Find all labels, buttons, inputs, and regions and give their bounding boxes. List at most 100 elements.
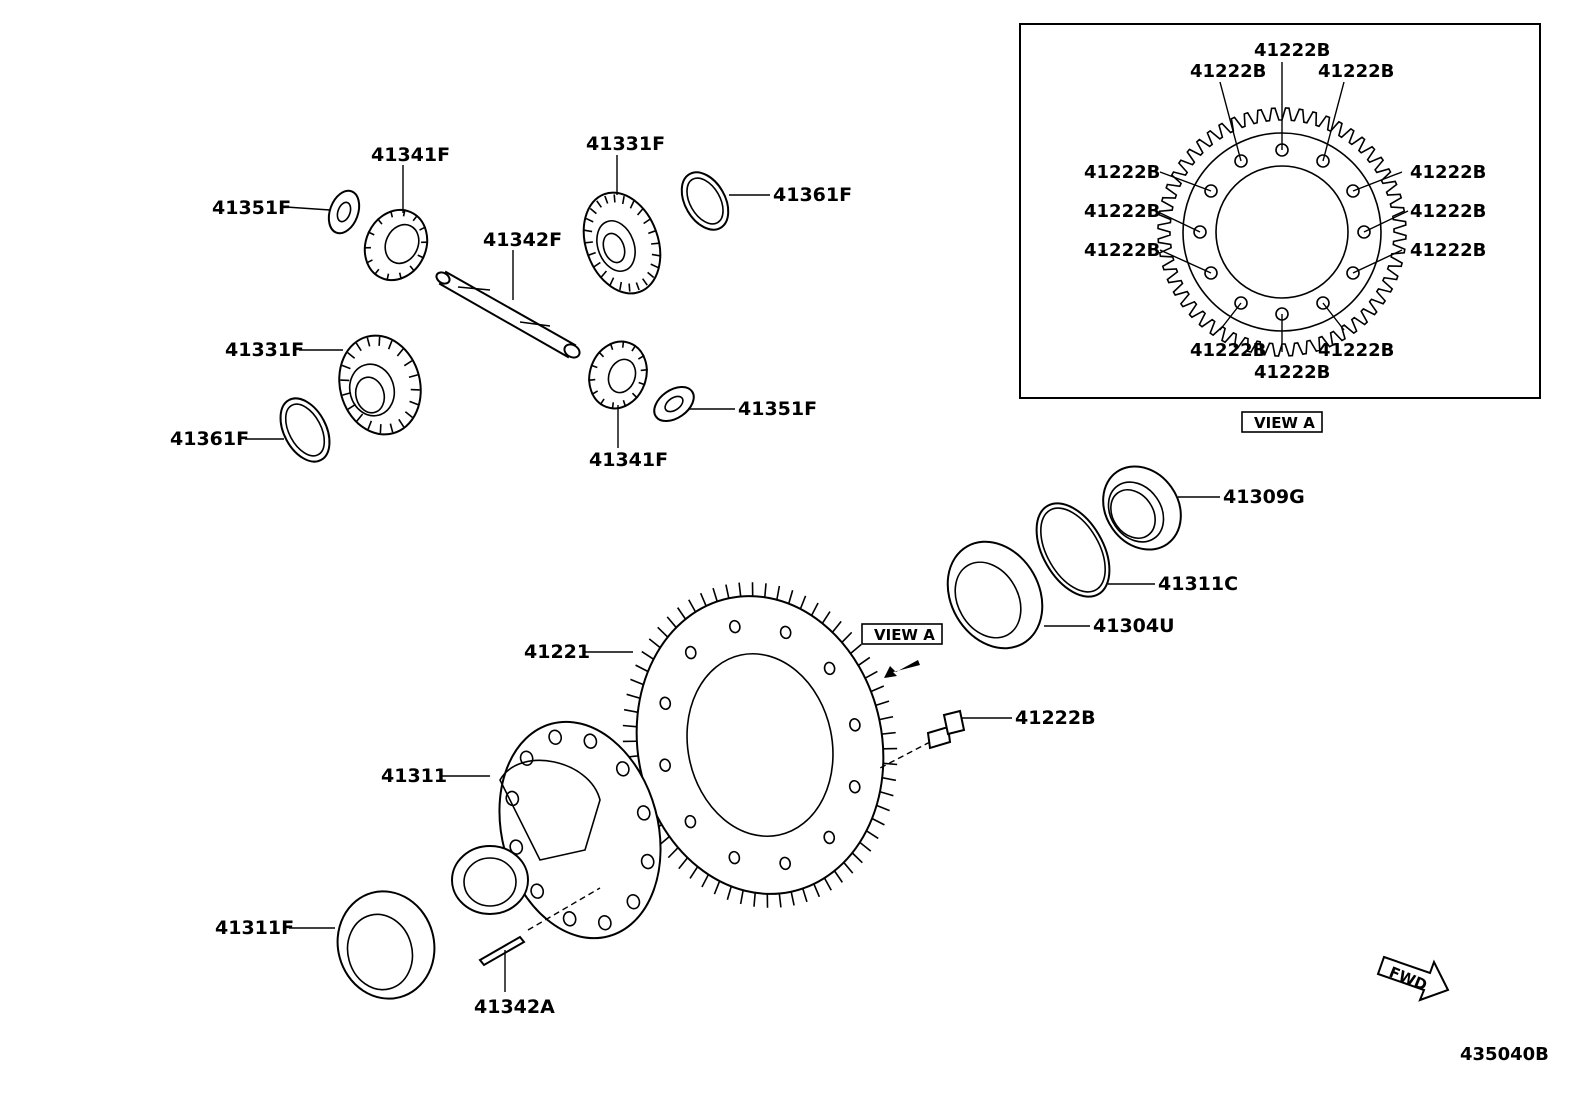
leader-line (1352, 171, 1403, 192)
ring-tooth (866, 830, 879, 840)
bearing-shim (1035, 502, 1111, 598)
leader-line (1219, 302, 1242, 331)
view-a-caption-text: VIEW A (1254, 414, 1315, 432)
callout-41342A: 41342A (474, 996, 555, 1018)
pinion-gear-bottom (588, 340, 648, 410)
ring-tooth (689, 866, 699, 879)
gear-tooth (609, 342, 614, 350)
leader-line (1322, 81, 1345, 162)
ring-bolt-hole (823, 830, 836, 845)
gear-tooth (584, 241, 593, 244)
gear-tooth (596, 200, 603, 208)
straight-pin (478, 935, 526, 967)
gear-tooth (651, 253, 661, 257)
view-a-bolt-label: 41222B (1410, 240, 1486, 261)
ring-tooth (641, 650, 654, 660)
gear-tooth (389, 423, 394, 433)
ring-bolt-hole (848, 779, 861, 794)
gear-tooth (408, 374, 418, 379)
view-a-bolt-label: 41222B (1410, 162, 1486, 183)
gear-tooth (636, 208, 644, 216)
bolt-hole (1234, 154, 1248, 168)
leader-line (1322, 302, 1345, 331)
ring-tooth (843, 861, 854, 874)
side-gear-left (338, 334, 422, 436)
ring-tooth (676, 607, 687, 620)
side-bearing-right (946, 540, 1044, 650)
view-a-bolt-label: 41222B (1318, 340, 1394, 361)
ring-tooth (859, 841, 872, 852)
gear-tooth (355, 342, 362, 352)
bolt-hole (1204, 184, 1218, 198)
gear-tooth (387, 340, 393, 350)
ring-tooth (864, 670, 878, 679)
callout-41351F-left: 41351F (212, 197, 291, 219)
ring-tooth (739, 890, 744, 905)
ring-tooth (623, 708, 638, 714)
view-a-ring-gear (1157, 107, 1407, 357)
callout-41341F-top: 41341F (371, 144, 450, 166)
ring-tooth (753, 892, 757, 907)
ring-tooth (622, 740, 637, 743)
ring-tooth (857, 656, 871, 667)
side-gear-top (582, 191, 662, 295)
gear-tooth (611, 402, 615, 410)
gear-tooth (600, 270, 608, 278)
gear-tooth (643, 218, 651, 225)
case-bolt-hole (636, 805, 651, 821)
view-a-leaders (1155, 62, 1409, 352)
gear-tooth (340, 379, 350, 382)
gear-tooth (598, 351, 605, 358)
ring-tooth (879, 715, 894, 721)
gear-tooth (421, 241, 429, 244)
ring-gear-bolt (926, 709, 966, 750)
case-bolt-hole (519, 750, 534, 767)
ring-tooth (831, 620, 842, 633)
ring-tooth (678, 857, 689, 870)
gear-tooth (650, 263, 659, 269)
callout-41311F: 41311F (215, 917, 294, 939)
ring-tooth (881, 731, 896, 735)
pinion-shaft (435, 270, 581, 359)
bolt-hole (1204, 266, 1218, 280)
ring-tooth (870, 685, 885, 693)
ring-bolt-hole (779, 625, 792, 640)
leader-line (1352, 249, 1403, 274)
gear-tooth (412, 214, 419, 222)
callout-41311C: 41311C (1158, 573, 1238, 595)
callout-41309G: 41309G (1223, 486, 1305, 508)
ring-bolt-hole (823, 661, 836, 676)
fwd-arrow-icon: FWD (1376, 955, 1450, 1002)
gear-tooth (604, 195, 609, 204)
ring-bolt-hole (849, 718, 861, 732)
view-a-tag: VIEW A (861, 623, 943, 678)
gear-tooth (363, 246, 371, 249)
gear-tooth (367, 231, 375, 236)
ring-bolt-hole (659, 696, 672, 711)
view-a-bolt-holes (1193, 143, 1371, 321)
ring-tooth (712, 587, 718, 602)
gear-tooth (583, 229, 593, 233)
callout-41311: 41311 (381, 765, 447, 787)
ring-tooth (648, 638, 661, 649)
gear-tooth (409, 400, 419, 406)
ring-tooth (630, 678, 644, 686)
gear-tooth (410, 388, 420, 391)
ring-tooth (802, 888, 808, 903)
ring-tooth (833, 870, 844, 883)
gear-tooth (628, 283, 631, 292)
ring-tooth (725, 584, 730, 599)
ring-bolt-hole (728, 619, 741, 634)
bolt-hole (1346, 184, 1360, 198)
case-bolt-hole (626, 893, 641, 910)
ring-bolt-hole (779, 856, 792, 871)
ring-tooth (726, 886, 733, 900)
callout-41361F-top: 41361F (773, 184, 852, 206)
gear-tooth (637, 354, 645, 360)
gear-tooth (587, 251, 596, 257)
gear-tooth (631, 344, 637, 352)
leader-line (1363, 210, 1409, 233)
gear-tooth (396, 348, 404, 357)
ring-tooth (850, 643, 862, 655)
